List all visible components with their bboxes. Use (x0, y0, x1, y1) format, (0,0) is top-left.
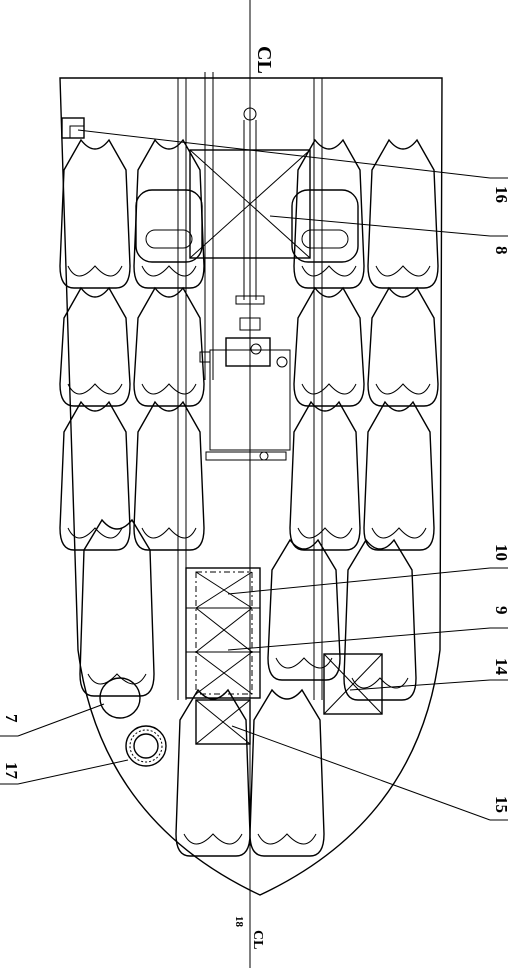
seat-16 (175, 688, 251, 857)
steering-gear (199, 107, 291, 461)
seat-cushion-2 (141, 265, 197, 277)
inner-seat-pad-2 (301, 229, 349, 249)
seat-9 (59, 400, 131, 551)
seat-cushion-1 (67, 265, 123, 277)
seat-15 (343, 538, 417, 701)
inner-seat-1 (135, 189, 203, 263)
hatch-14 (323, 653, 383, 715)
seat-cushion-13 (87, 673, 147, 685)
seat-13 (79, 518, 155, 697)
seat-2 (133, 138, 205, 289)
seat-cushion-17 (257, 833, 317, 845)
hatch-block (185, 567, 261, 745)
item-7-circle (99, 677, 141, 719)
station-mark: 18 (233, 916, 245, 928)
seat-cushion-16 (183, 833, 243, 845)
corridor-lines (177, 72, 323, 700)
item-17-ring (125, 725, 167, 767)
seat-cushion-3 (301, 265, 357, 277)
seat-cushion-6 (141, 383, 197, 395)
centerline-label-bottom: CL (250, 930, 265, 949)
inner-seat-pad-1 (145, 229, 193, 249)
seat-5 (59, 286, 131, 407)
leader-lines (0, 129, 508, 821)
seat-cushion-11 (297, 527, 353, 539)
seat-cushion-9 (67, 527, 123, 539)
callout-14: 14 (492, 658, 511, 676)
seat-cushion-5 (67, 383, 123, 395)
seat-1 (59, 138, 131, 289)
seat-cushion-7 (301, 383, 357, 395)
item-16-box (61, 117, 85, 139)
callout-15: 15 (492, 796, 511, 813)
seat-cushion-4 (375, 265, 431, 277)
seat-6 (133, 286, 205, 407)
seat-cushion-14 (275, 657, 333, 669)
seat-7 (293, 286, 365, 407)
seat-11 (289, 400, 361, 551)
callout-17: 17 (2, 762, 21, 780)
seat-cushion-12 (371, 527, 427, 539)
seat-3 (293, 138, 365, 289)
seat-4 (367, 138, 439, 289)
callout-8: 8 (492, 246, 511, 255)
callout-16: 16 (492, 186, 511, 203)
callout-9: 9 (492, 606, 511, 615)
seat-14 (267, 538, 341, 681)
seat-8 (367, 286, 439, 407)
hull-outline (59, 77, 443, 896)
callout-7: 7 (2, 714, 21, 723)
seat-17 (249, 688, 325, 857)
seat-cushion-8 (375, 383, 431, 395)
callout-10: 10 (492, 544, 511, 561)
seat-group (59, 138, 439, 857)
seat-cushion-10 (141, 527, 197, 539)
inner-seat-2 (291, 189, 359, 263)
centerline-label-top: CL (253, 46, 275, 74)
seat-10 (133, 400, 205, 551)
